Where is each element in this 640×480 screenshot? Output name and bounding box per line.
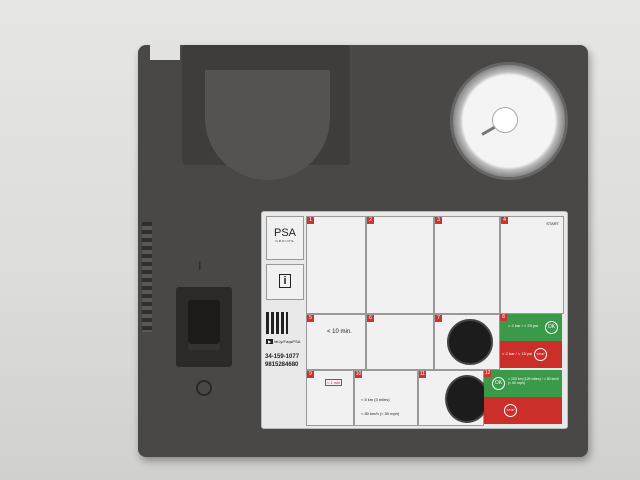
instruction-label: PSA GROUPE i ▶ bit.ly/FaqsPSA 34-159-107… (261, 211, 568, 429)
time-text: < 1 min (325, 379, 343, 386)
video-link[interactable]: ▶ bit.ly/FaqsPSA (266, 339, 300, 344)
step-9: 9 < 1 min (306, 370, 354, 426)
power-on-mark: I (198, 258, 202, 273)
manual-box: i (266, 264, 304, 300)
pressure-dial-icon (445, 375, 489, 423)
step-1: 1 (306, 216, 366, 314)
ok-badge: OK (545, 321, 558, 334)
time-text: < 10 min. (327, 329, 352, 335)
step-7: 7 (434, 314, 500, 370)
step-number: 6 (367, 315, 374, 322)
ok-badge: OK (492, 377, 505, 390)
stop-panel: STOP (484, 397, 562, 424)
info-icon: i (279, 274, 291, 288)
step-number: 12 (484, 370, 491, 377)
ok-text: < 200 km (125 miles) / < 80 km/h (< 50 m… (508, 377, 560, 385)
step-number: 11 (419, 371, 426, 378)
step-3: 3 (434, 216, 500, 314)
part-number: 9815284680 (265, 362, 299, 368)
step-8: 8> 2 bar / > 29 psi OK < 2 bar / < 15 psi… (500, 314, 562, 368)
air-vents (142, 222, 152, 332)
brand-logo: PSA (273, 227, 296, 239)
speed-text: < 80 km/h (< 50 mph) (361, 411, 400, 416)
step-10: 10 < 5 km (3 miles) < 80 km/h (< 50 mph) (354, 370, 418, 426)
step-number: 10 (355, 371, 362, 378)
stop-text: < 2 bar / < 15 psi (502, 351, 533, 356)
pressure-gauge (450, 62, 568, 180)
brand-box: PSA GROUPE (266, 216, 304, 260)
gauge-hub (492, 107, 518, 133)
step-2: 2 (366, 216, 434, 314)
step-number: 7 (435, 315, 442, 322)
video-link-text: bit.ly/FaqsPSA (274, 339, 301, 344)
recess-arc (205, 70, 330, 180)
stop-badge: STOP (534, 348, 547, 361)
start-text: START (546, 221, 559, 226)
step-number: 3 (435, 217, 442, 224)
part-number: 34-159-1077 (265, 354, 300, 360)
brand-sub: GROUPE (275, 239, 295, 243)
step-6: 6 (366, 314, 434, 370)
step-5: 5 < 10 min. (306, 314, 366, 370)
ok-panel: 8> 2 bar / > 29 psi OK (500, 314, 562, 341)
step-number: 8 (500, 314, 507, 321)
distance-text: < 5 km (3 miles) (361, 397, 390, 402)
step-number: 1 (307, 217, 314, 224)
video-icon: ▶ (266, 339, 274, 344)
corner-notch (150, 40, 180, 60)
power-off-mark (196, 380, 212, 396)
pressure-dial-icon (447, 319, 493, 365)
step-number: 9 (307, 371, 314, 378)
power-switch[interactable] (188, 300, 220, 350)
step-number: 2 (367, 217, 374, 224)
step-number: 5 (307, 315, 314, 322)
step-number: 4 (501, 217, 508, 224)
stop-badge: STOP (504, 404, 517, 417)
qr-code (266, 312, 288, 334)
ok-text: > 2 bar / > 29 psi (508, 323, 539, 328)
step-11: 11 (418, 370, 489, 426)
